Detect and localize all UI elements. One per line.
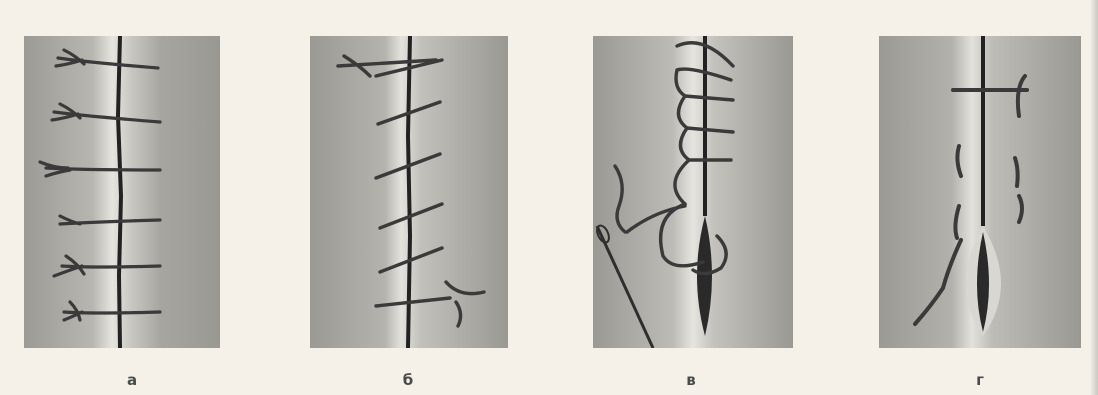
continuous-suture-illustration [310, 36, 508, 348]
label-a: а [112, 372, 152, 388]
interrupted-sutures-illustration [24, 36, 220, 348]
subcuticular-suture-illustration [879, 36, 1081, 348]
label-b: б [388, 372, 428, 388]
panel-subcuticular-suture [879, 36, 1081, 348]
label-c: в [671, 372, 711, 388]
label-d: г [960, 372, 1000, 388]
panel-blanket-suture [593, 36, 793, 348]
blanket-suture-illustration [593, 36, 793, 348]
panel-continuous-suture [310, 36, 508, 348]
panel-interrupted-sutures [24, 36, 220, 348]
page-edge-shadow [1090, 0, 1098, 395]
